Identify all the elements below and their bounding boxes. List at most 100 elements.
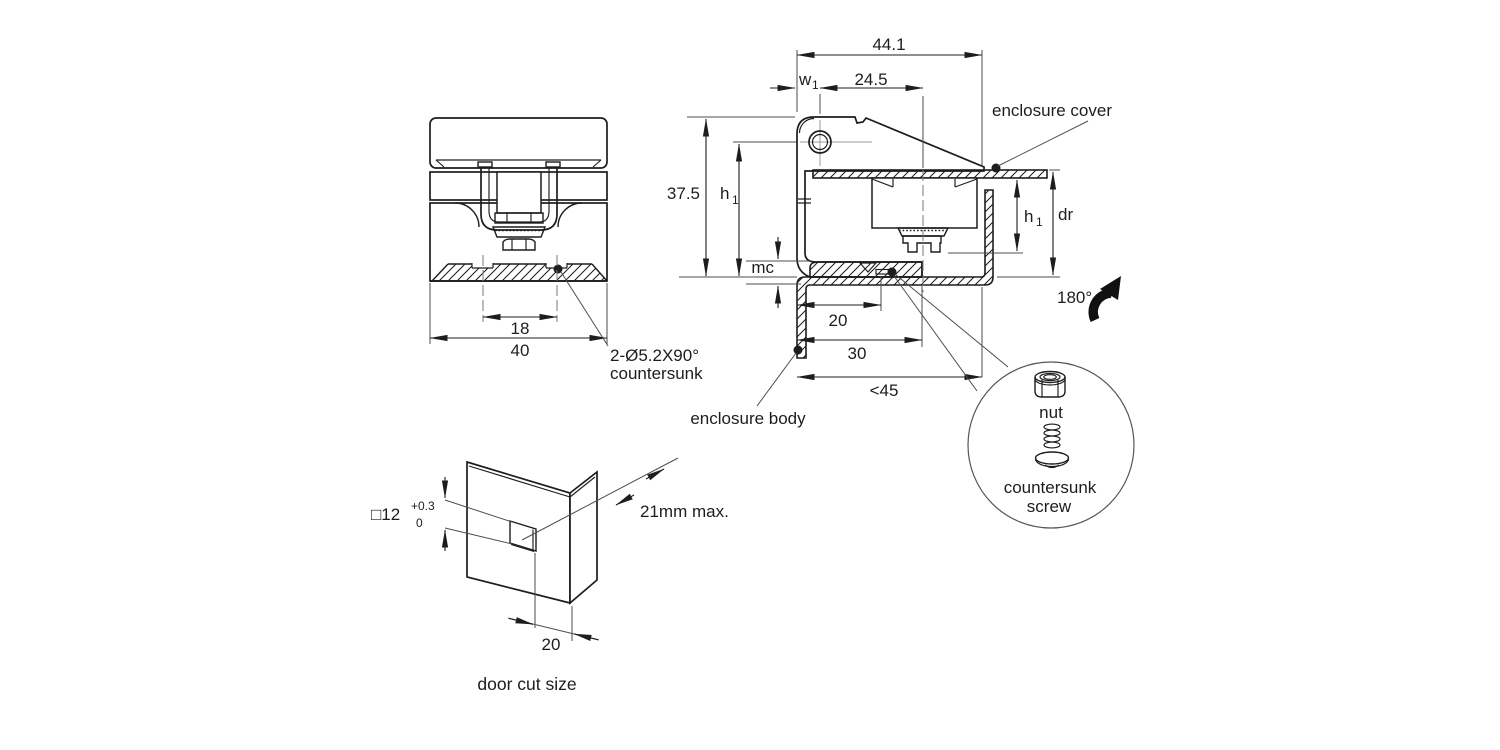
detail-view: nut countersunk screw (893, 273, 1135, 529)
dim-text-mc: mc (751, 258, 774, 277)
rotation-arrow-arc (1088, 288, 1112, 323)
label-enclosure-body: enclosure body (690, 409, 806, 428)
latch-bar (494, 212, 544, 224)
dim-text-lt45: <45 (870, 381, 899, 400)
dim-text-44-1: 44.1 (872, 35, 905, 54)
leader-countersunk (560, 271, 609, 347)
nut-body (1034, 377, 1066, 398)
dim-text-21mm: 21mm max. (640, 502, 729, 521)
bail-inner (488, 167, 550, 223)
enclosure-body-section (796, 189, 994, 359)
dim-text-w1: w (798, 70, 812, 89)
hinge-bracket-outline (796, 116, 985, 278)
pivot-pin-inner (811, 133, 829, 151)
door-view-caption: door cut size (477, 674, 576, 694)
dim-text-square12: □12 (371, 505, 400, 524)
enclosure-cover-section (812, 169, 1048, 179)
bail-cap-right (545, 161, 561, 168)
detail-cone-line2 (893, 275, 978, 392)
latch-bar-lines (506, 213, 532, 223)
dim-text-24-5: 24.5 (854, 70, 887, 89)
countersunk-screw-icon (1034, 423, 1070, 469)
label-nut: nut (1039, 403, 1063, 422)
label-enclosure-cover: enclosure cover (992, 101, 1112, 120)
callout-dot-body (793, 345, 803, 355)
dim-text-h1-right: h (1024, 207, 1033, 226)
dim-arrow-door20-left (508, 617, 534, 625)
body-fillet-right (557, 202, 583, 228)
door-view: □12 +0.3 0 21mm max. 20 door cut size (371, 457, 729, 694)
hex-nut-front (502, 238, 536, 251)
countersink-cone (858, 262, 878, 273)
hinge-cap-outline (429, 117, 608, 169)
nut-insert-ring (1039, 372, 1061, 382)
door-front-face (466, 460, 571, 605)
callout-dot-countersunk (553, 264, 563, 274)
callout-dot-screw (887, 267, 897, 277)
dim-text-37-5: 37.5 (667, 184, 700, 203)
nut-collar-arc (1034, 378, 1066, 386)
dim-text-180: 180° (1057, 288, 1092, 307)
dim-arrow-door20-right (573, 633, 599, 642)
cap-chamfer-ticks (435, 159, 602, 168)
plate-bevels (431, 263, 608, 282)
bracket-corner-arc (798, 117, 815, 134)
bracket-step-lines (798, 198, 811, 204)
front-view: 18 40 2-Ø5.2X90° countersunk (429, 117, 703, 383)
serrated-washer (491, 226, 547, 238)
screw-head-tip (1044, 464, 1060, 469)
door-fold-thickness (569, 476, 596, 498)
screw-head-rim (1034, 458, 1070, 468)
ext-door20 (534, 553, 573, 641)
dim-text-20: 20 (829, 311, 848, 330)
label-screw-line1: countersunk (1004, 478, 1097, 497)
dim-text-30: 30 (848, 344, 867, 363)
dim-text-tol-plus: +0.3 (411, 499, 435, 513)
spring-finger-right (954, 178, 978, 188)
dim-text-18: 18 (511, 319, 530, 338)
rotation-arrow-head (1100, 276, 1121, 300)
leader-body (756, 352, 797, 407)
dim-text-door20: 20 (542, 635, 561, 654)
hex-nut-facets (511, 239, 527, 250)
bail-outer (480, 167, 558, 231)
nut-top-rim (1034, 370, 1066, 384)
height-dimensions: 37.5 h 1 (667, 116, 800, 278)
detail-circle (967, 361, 1135, 529)
nut-facet-lines (1041, 380, 1059, 397)
door-side-face (569, 470, 598, 605)
castellated-part (902, 235, 942, 253)
door-top-thickness (468, 465, 571, 498)
washer-side (896, 227, 950, 237)
nut-hole (1043, 374, 1057, 380)
screw-slot-left (471, 263, 494, 269)
leader-cover (997, 120, 1089, 167)
dim-text-dr: dr (1058, 205, 1073, 224)
side-view: 44.1 w 1 24.5 enclosure cover h 1 dr mc … (690, 35, 1121, 428)
hole-centerlines (482, 255, 558, 322)
callout-countersunk-line2: countersunk (610, 364, 703, 383)
plate-hatch (432, 264, 607, 281)
bail-cap-left (477, 161, 493, 168)
ext-lines-top (796, 50, 983, 377)
latch-block (496, 171, 542, 214)
callout-dot-cover (991, 163, 1001, 173)
detail-cone-line1 (894, 273, 1009, 368)
dim-text-h1-right-sub: 1 (1036, 215, 1043, 229)
dim-text-w1-sub: 1 (812, 78, 819, 92)
nut-icon (1034, 370, 1066, 398)
screw-head (1034, 451, 1070, 465)
pivot-pin-outer (808, 130, 832, 154)
door-cutout-inner-edges (510, 529, 535, 553)
label-screw-line2: screw (1027, 497, 1072, 516)
ext-dr (997, 169, 1060, 278)
ext-mc (746, 260, 810, 285)
callout-countersunk-line1: 2-Ø5.2X90° (610, 346, 699, 365)
ext-lines-40 (429, 283, 608, 344)
dim-arrow-21mm-lower (615, 493, 635, 506)
dim-arrow-21mm-upper (645, 468, 665, 481)
dim-text-h1-left: h (720, 184, 729, 203)
dim-text-h1-left-sub: 1 (732, 193, 739, 207)
